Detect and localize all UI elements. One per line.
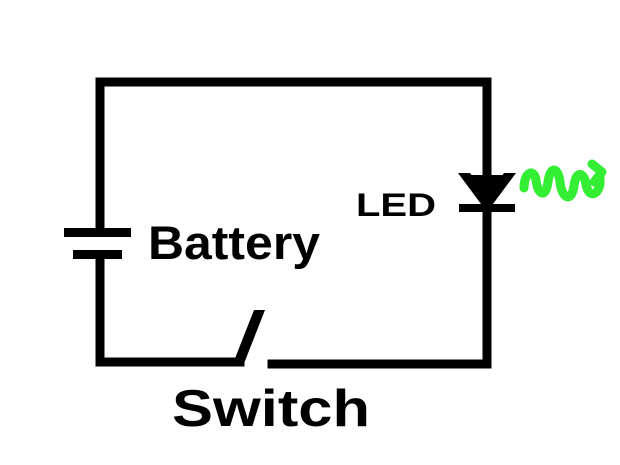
open-switch-icon — [232, 310, 265, 366]
battery-icon — [64, 228, 131, 259]
wires — [95, 77, 492, 369]
diode-icon — [458, 173, 516, 212]
battery-label: Battery — [148, 216, 320, 269]
switch-lever — [232, 310, 265, 366]
light-wave-path — [519, 159, 607, 202]
led-label: LED — [356, 187, 436, 223]
battery-short-plate — [73, 250, 122, 259]
light-wave-icon — [519, 159, 607, 202]
switch-label: Switch — [172, 380, 370, 438]
battery-long-plate — [64, 228, 131, 237]
diode-bar — [459, 204, 515, 212]
diode-triangle-fill — [458, 173, 516, 208]
